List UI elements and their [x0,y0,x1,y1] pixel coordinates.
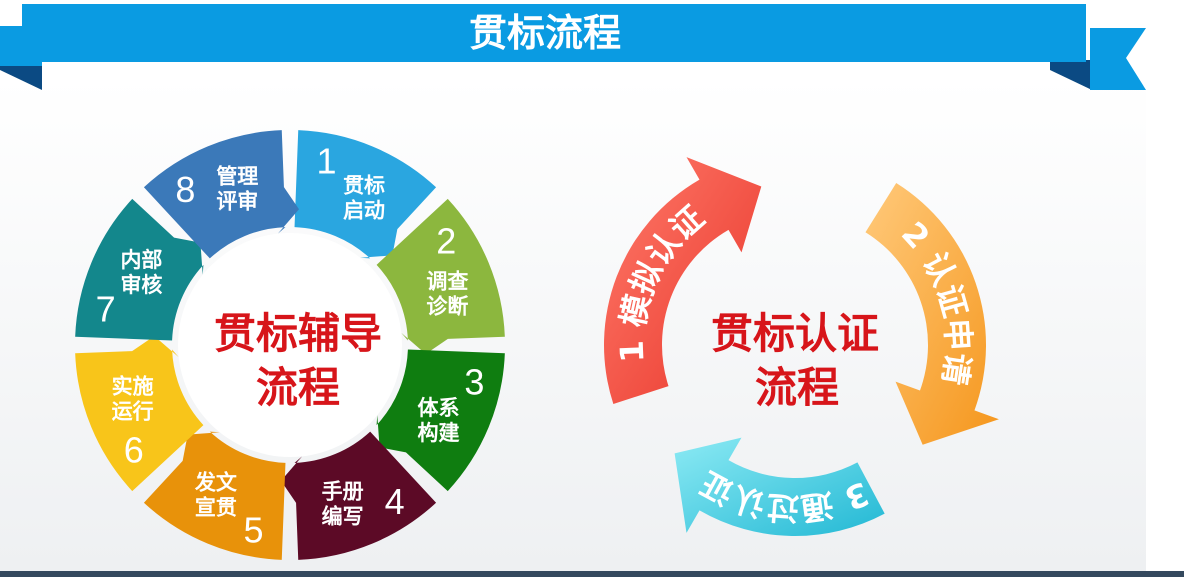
wheel-segment-label: 发文 [194,471,238,495]
wheel-segment-label: 调查 [426,269,468,293]
wheel-center-disc [178,233,402,457]
wheel-title-line-2: 流程 [256,363,340,412]
wheel-segment-number: 8 [175,169,195,210]
bottom-stripe [0,571,1184,577]
wheel-segment [75,198,204,341]
wheel-segment [376,198,505,355]
wheel-segment-label: 编写 [322,504,364,528]
wheel-segment-number: 6 [124,430,144,471]
wheel-segment-number: 5 [243,509,263,550]
cycle-title-line-1: 贯标认证 [711,309,879,358]
wheel-segment-label: 诊断 [426,294,468,318]
banner-left-fold [0,60,42,90]
wheel-segment-label: 宣贯 [195,496,237,520]
wheel-segment-label: 内部 [120,248,162,272]
wheel-segment-label: 贯标 [343,173,385,197]
wheel-segment-label: 体系 [418,396,460,420]
wheel-segment [280,431,437,560]
banner-right-tail [1090,28,1146,90]
wheel-segment-label: 管理 [216,165,258,189]
wheel-title-line-1: 贯标辅导 [214,309,382,358]
wheel-segment [294,130,437,259]
cycle-arrow [604,157,762,405]
wheel-segment [75,335,204,492]
wheel-segment-label: 启动 [343,198,385,222]
wheel-segment-number: 1 [317,141,337,182]
banner-right-fold [1050,60,1092,90]
cycle-title-line-2: 流程 [755,363,839,412]
wheel-segment-number: 3 [464,362,484,403]
wheel-segment-number: 7 [96,288,116,329]
wheel-segment-number: 2 [436,220,456,261]
banner-body [22,4,1086,62]
wheel-segment-label: 审核 [120,273,162,297]
wheel-segment-label: 手册 [322,479,364,503]
wheel-segment-number: 4 [385,481,405,522]
wheel-segment-label: 评审 [216,190,258,214]
title-banner: 贯标流程 [0,4,1146,90]
cycle-arrow [674,437,885,536]
wheel-segment [143,431,286,560]
banner-title: 贯标流程 [469,11,621,55]
wheel-segment [376,349,505,492]
wheel-segment-label: 运行 [112,400,154,424]
wheel-segment-label: 实施 [112,375,154,399]
wheel-segment [143,130,300,259]
cycle-arrow [865,183,999,445]
wheel-segment-label: 构建 [418,421,460,445]
